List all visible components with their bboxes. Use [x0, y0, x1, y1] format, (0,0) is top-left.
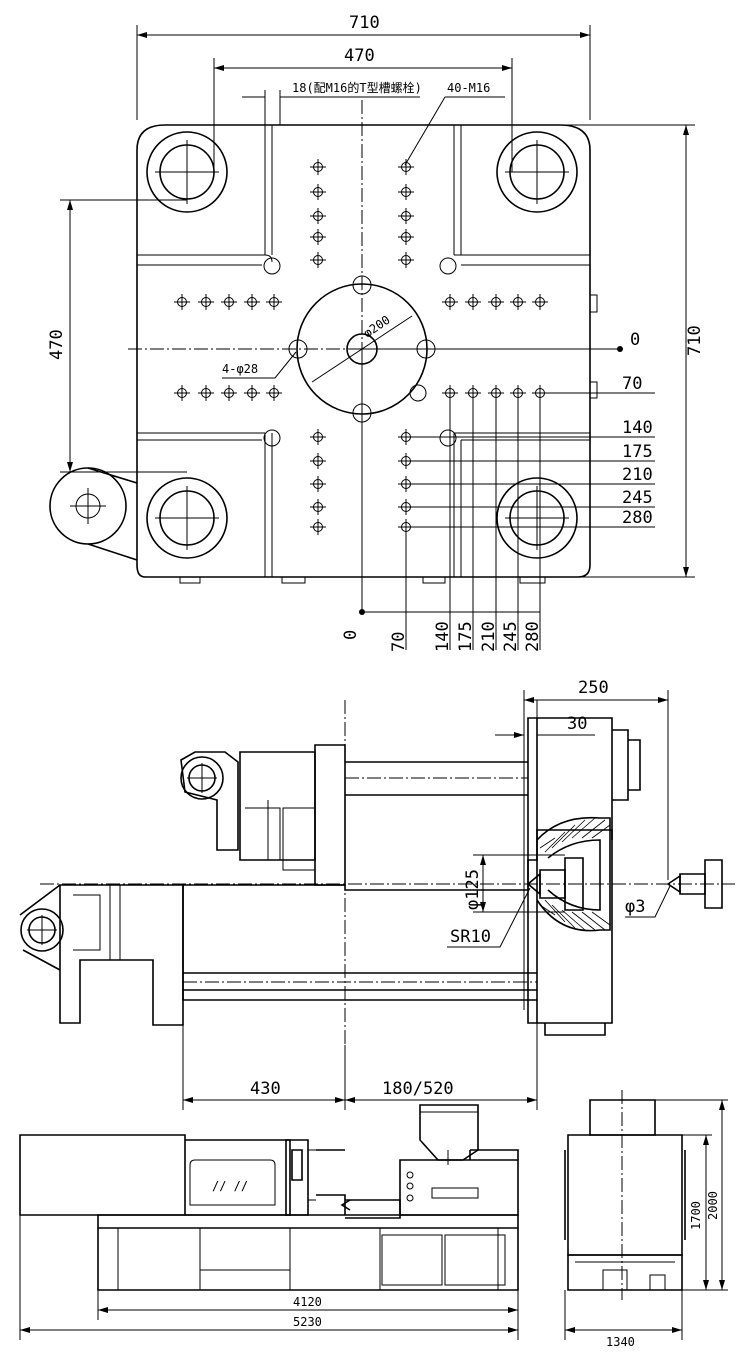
- x-origin-dot: [359, 609, 365, 615]
- x-coord-label: 175: [456, 621, 476, 652]
- threaded-hole-cross: [465, 294, 481, 310]
- y-coord-label: 245: [622, 488, 653, 508]
- threaded-hole-cross: [398, 229, 414, 245]
- threaded-hole-cross: [532, 294, 548, 310]
- threaded-hole-cross: [266, 385, 282, 401]
- threaded-hole-cross: [398, 208, 414, 224]
- threaded-hole-cross: [221, 294, 237, 310]
- dim-250: 250: [578, 678, 609, 698]
- threaded-hole-cross: [174, 385, 190, 401]
- threaded-hole-cross: [198, 294, 214, 310]
- x-coord-label: 280: [523, 621, 543, 652]
- phi3-label: φ3: [625, 897, 645, 917]
- threaded-hole-cross: [510, 294, 526, 310]
- platen-view: 710 470 18(配M16的T型槽螺栓) 40-M16 710 470 φ2…: [47, 13, 705, 652]
- dim-tiebar-470: 470: [344, 46, 375, 66]
- threaded-hole-cross: [398, 252, 414, 268]
- dim-2000: 2000: [706, 1191, 720, 1220]
- threaded-hole-cross: [310, 519, 326, 535]
- x-coord-label: 210: [479, 621, 499, 652]
- dim-30: 30: [567, 714, 587, 734]
- threaded-hole-cross: [310, 208, 326, 224]
- threaded-hole-cross: [310, 453, 326, 469]
- x-coord-label: 140: [433, 621, 453, 652]
- y-coord-label: 280: [622, 508, 653, 528]
- tiebar-bottom-left: [146, 477, 228, 559]
- machine-view: // // 4120 5230: [19, 1090, 728, 1349]
- x-coord-label: 0: [341, 630, 361, 640]
- tiebar-bottom-right: [496, 477, 578, 559]
- threaded-holes: [174, 159, 548, 535]
- tiebar-top-right: [496, 131, 578, 213]
- platen-outline: [136, 124, 591, 578]
- dim-tiebar-470-v: 470: [47, 329, 67, 360]
- x-coord-label: 245: [501, 621, 521, 652]
- threaded-hole-cross: [310, 252, 326, 268]
- y-coord-label: 210: [622, 465, 653, 485]
- dim-1340: 1340: [606, 1335, 635, 1349]
- tslot-label: 18(配M16的T型槽螺栓): [292, 80, 422, 95]
- threaded-hole-cross: [310, 184, 326, 200]
- threaded-hole-cross: [310, 499, 326, 515]
- y-coord-label: 175: [622, 442, 653, 462]
- y-coord-label: 70: [622, 374, 642, 394]
- side-view: 250 30 φ125 SR10 φ3 430 180/520: [19, 678, 735, 1110]
- threaded-hole-cross: [244, 385, 260, 401]
- threaded-hole-cross: [310, 229, 326, 245]
- y-coord-label: 0: [630, 330, 640, 350]
- thread-label: 40-M16: [447, 81, 490, 95]
- threaded-hole-cross: [198, 385, 214, 401]
- threaded-hole-cross: [398, 159, 414, 175]
- threaded-hole-cross: [310, 476, 326, 492]
- threaded-hole-cross: [310, 159, 326, 175]
- threaded-hole-cross: [442, 294, 458, 310]
- dim-height-710: 710: [685, 325, 705, 356]
- svg-text:// //: // //: [212, 1179, 248, 1193]
- holes-label: 4-φ28: [222, 362, 258, 376]
- y-coord-label: 140: [622, 418, 653, 438]
- x-coord-label: 70: [389, 632, 409, 652]
- dim-width-710: 710: [349, 13, 380, 33]
- threaded-hole-cross: [310, 429, 326, 445]
- threaded-hole-cross: [174, 294, 190, 310]
- dim-4120: 4120: [293, 1295, 322, 1309]
- threaded-hole-cross: [266, 294, 282, 310]
- y-origin-dot: [617, 346, 623, 352]
- threaded-hole-cross: [244, 294, 260, 310]
- tiebar-top-left: [146, 131, 228, 213]
- dim-430: 430: [250, 1079, 281, 1099]
- threaded-hole-cross: [221, 385, 237, 401]
- dim-5230: 5230: [293, 1315, 322, 1329]
- threaded-hole-cross: [488, 294, 504, 310]
- threaded-hole-cross: [398, 184, 414, 200]
- sr10-label: SR10: [450, 927, 491, 947]
- dim-180-520: 180/520: [382, 1079, 454, 1099]
- center-dia-label: φ200: [361, 313, 393, 341]
- dim-phi125: φ125: [463, 869, 483, 910]
- dim-1700: 1700: [689, 1201, 703, 1230]
